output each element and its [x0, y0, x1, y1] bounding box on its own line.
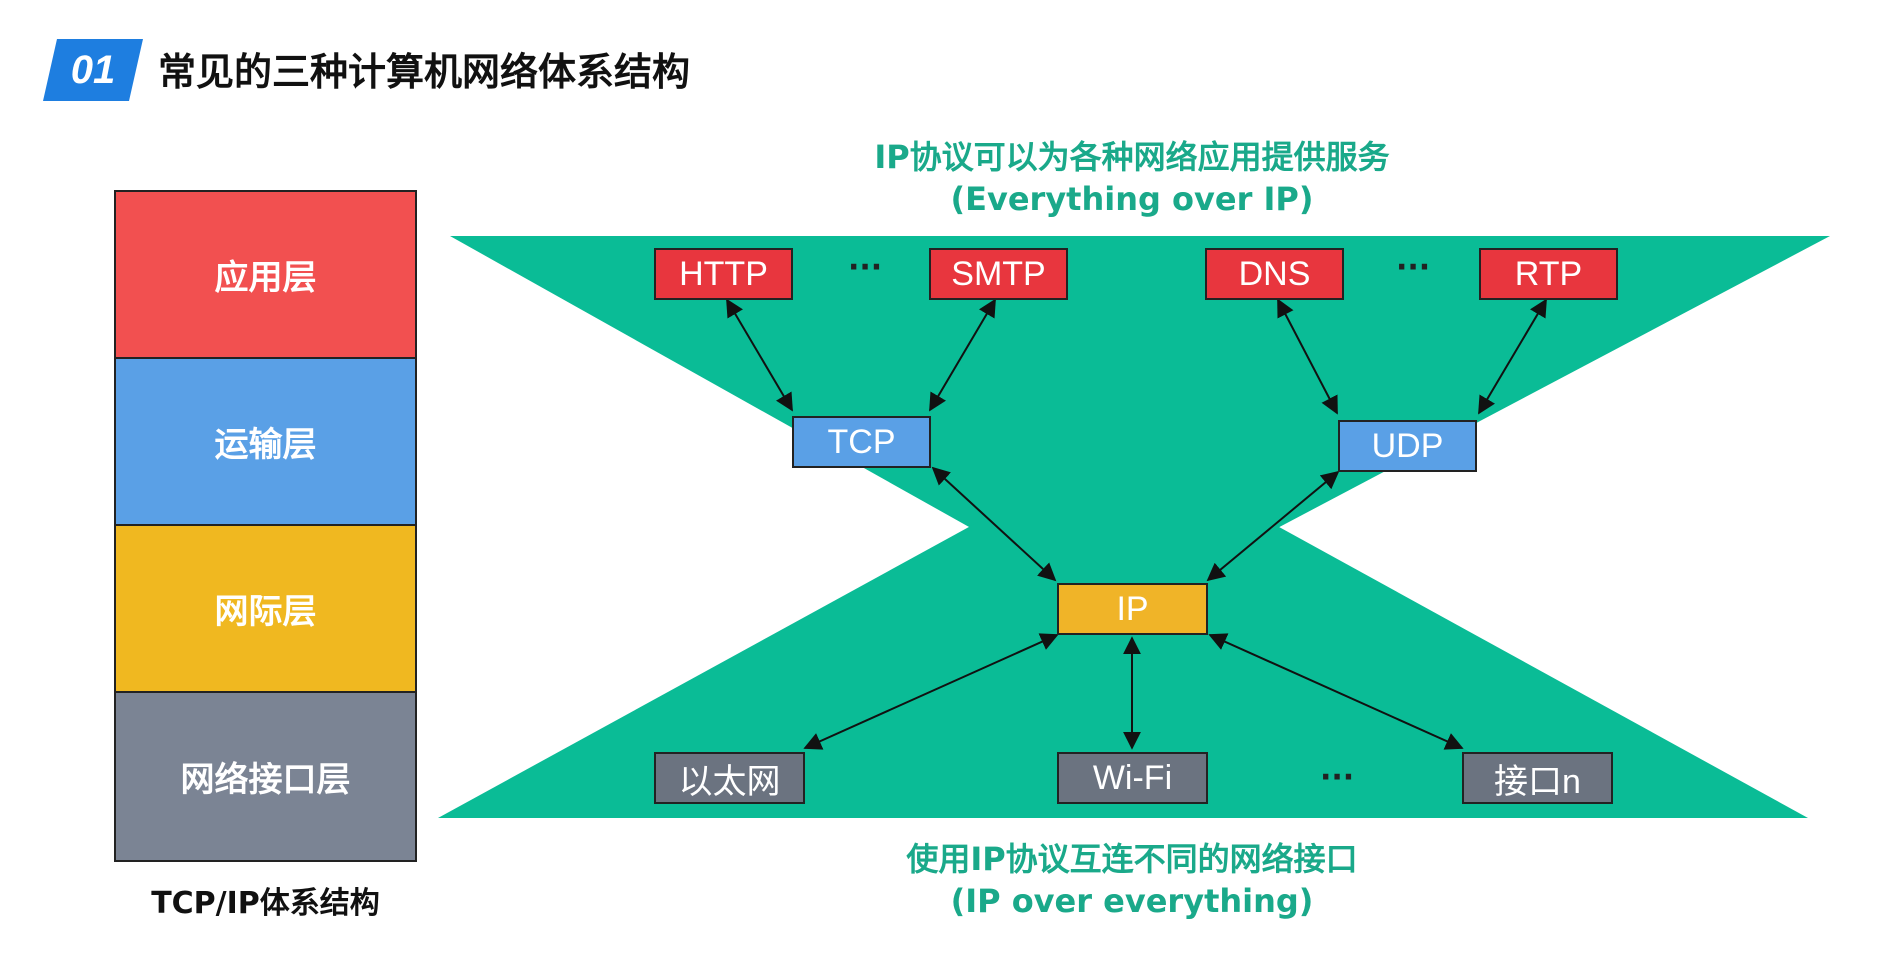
bottom-caption-line1: 使用IP协议互连不同的网络接口 — [906, 840, 1358, 878]
arrow-tcp-ip — [931, 466, 1057, 582]
page-title: 常见的三种计算机网络体系结构 — [158, 50, 691, 94]
node-dns: DNS — [1205, 248, 1344, 300]
arrow-http-tcp — [726, 298, 793, 412]
arrow-dns-udp — [1277, 298, 1338, 415]
bottom-caption: 使用IP协议互连不同的网络接口 (IP over everything) — [682, 838, 1582, 922]
layer-transport: 运输层 — [116, 359, 415, 526]
node-wifi: Wi-Fi — [1057, 752, 1208, 804]
node-tcp: TCP — [792, 416, 931, 468]
arrow-ip-interface-n — [1208, 633, 1464, 750]
layer-application: 应用层 — [116, 192, 415, 359]
layer-internet: 网际层 — [116, 526, 415, 693]
node-rtp: RTP — [1479, 248, 1618, 300]
arrow-ip-ethernet — [803, 633, 1059, 750]
ellipsis-apps-1: ··· — [848, 250, 883, 285]
top-caption-line1: IP协议可以为各种网络应用提供服务 — [874, 138, 1390, 176]
section-badge: 01 — [43, 39, 143, 101]
top-caption: IP协议可以为各种网络应用提供服务 (Everything over IP) — [682, 136, 1582, 220]
bottom-caption-line2: (IP over everything) — [950, 882, 1314, 920]
layer-network-interface: 网络接口层 — [116, 693, 415, 860]
badge-number: 01 — [70, 48, 116, 92]
top-caption-line2: (Everything over IP) — [950, 180, 1314, 218]
node-ethernet: 以太网 — [654, 752, 805, 804]
node-ip: IP — [1057, 583, 1208, 635]
node-http: HTTP — [654, 248, 793, 300]
arrow-udp-ip — [1206, 470, 1340, 582]
ellipsis-links: ··· — [1320, 760, 1355, 795]
stack-caption: TCP/IP体系结构 — [151, 886, 380, 921]
arrow-smtp-tcp — [929, 298, 996, 412]
badge-shape — [43, 39, 143, 101]
arrow-rtp-udp — [1478, 298, 1547, 415]
node-interface-n: 接口n — [1462, 752, 1613, 804]
tcpip-layer-stack: 应用层 运输层 网际层 网络接口层 — [114, 190, 417, 862]
node-udp: UDP — [1338, 420, 1477, 472]
ellipsis-apps-2: ··· — [1396, 250, 1431, 285]
node-smtp: SMTP — [929, 248, 1068, 300]
